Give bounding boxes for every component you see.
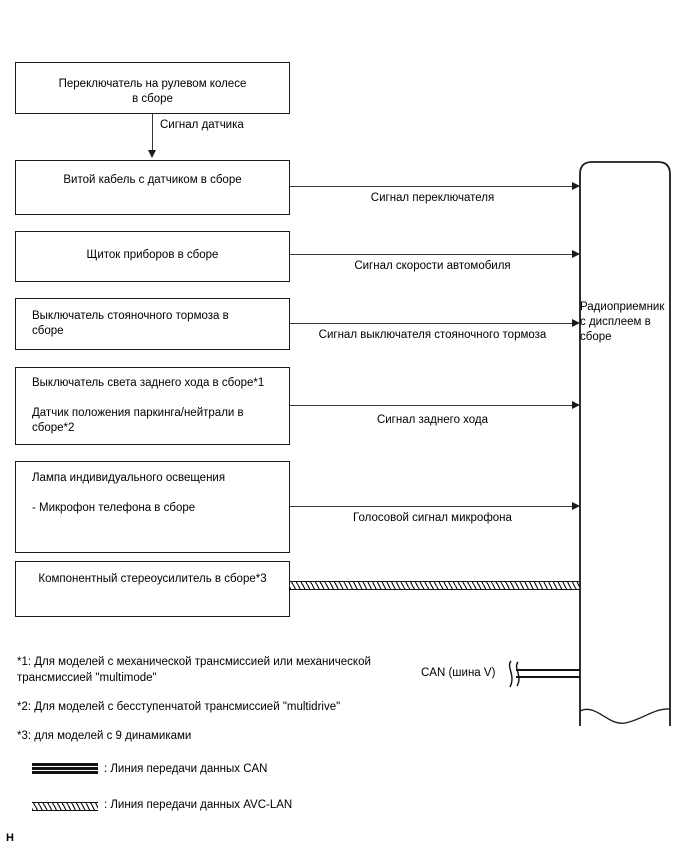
signal-line-reverse-signal xyxy=(290,405,575,407)
component-label: Витой кабель с датчиком в сборе xyxy=(63,174,242,186)
signal-label-parking-brake-signal: Сигнал выключателя стояночного тормоза xyxy=(318,329,547,341)
signal-label-vehicle-speed-signal: Сигнал скорости автомобиля xyxy=(354,260,511,272)
signal-line-vehicle-speed-signal xyxy=(290,254,575,256)
component-box-parking-brake-switch: Выключатель стояночного тормоза в сборе xyxy=(15,298,290,350)
can-bus-label: CAN (шина V) xyxy=(421,667,496,679)
signal-label-microphone-signal: Голосовой сигнал микрофона xyxy=(353,512,512,524)
signal-line-parking-brake-signal xyxy=(290,323,575,325)
component-box-personal-lamp-microphone: Лампа индивидуального освещения - Микроф… xyxy=(15,461,290,553)
signal-line-microphone-signal xyxy=(290,506,575,508)
page-corner-mark: H xyxy=(6,832,14,844)
signal-line-switch-signal xyxy=(290,186,575,188)
signal-label-reverse-signal: Сигнал заднего хода xyxy=(376,414,489,426)
signal-label-switch-signal: Сигнал переключателя xyxy=(370,192,495,204)
legend-symbol-can-line xyxy=(32,763,98,774)
signal-arrowhead-parking-brake-signal xyxy=(572,319,580,327)
legend-label-can-line: : Линия передачи данных CAN xyxy=(104,763,268,775)
legend-symbol-avc-lan-line xyxy=(32,802,98,811)
can-bus-break-marker xyxy=(508,660,520,688)
component-box-spiral-cable: Витой кабель с датчиком в сборе xyxy=(15,160,290,215)
signal-arrowhead-vehicle-speed-signal xyxy=(572,250,580,258)
sensor-signal-arrow-line xyxy=(152,114,154,152)
signal-arrowhead-reverse-signal xyxy=(572,401,580,409)
component-label: Щиток приборов в сборе xyxy=(86,249,219,261)
signal-arrowhead-switch-signal xyxy=(572,182,580,190)
sensor-signal-arrow-head xyxy=(147,150,156,158)
legend-label-avc-lan-line: : Линия передачи данных AVC-LAN xyxy=(104,799,293,811)
component-label: Переключатель на рулевом колесе в сборе xyxy=(58,78,247,105)
footnote-3: *3: для моделей с 9 динамиками xyxy=(17,730,192,742)
can-bus-rail-upper xyxy=(516,669,580,672)
can-bus-rail-lower xyxy=(516,676,580,679)
receiver-label: Радиоприемник с дисплеем в сборе xyxy=(580,301,665,343)
component-label: Лампа индивидуального освещения - Микроф… xyxy=(32,472,226,514)
component-label: Выключатель стояночного тормоза в сборе xyxy=(32,310,229,337)
component-label: Компонентный стереоусилитель в сборе*3 xyxy=(38,573,267,585)
component-box-back-up-light-switch: Выключатель света заднего хода в сборе*1… xyxy=(15,367,290,445)
sensor-signal-label: Сигнал датчика xyxy=(160,119,244,131)
receiver-box-radio-receiver-with-display: Радиоприемник с дисплеем в сборе xyxy=(578,160,672,726)
footnote-2: *2: Для моделей с бесступенчатой трансми… xyxy=(17,701,341,713)
component-box-stereo-component-amplifier: Компонентный стереоусилитель в сборе*3 xyxy=(15,561,290,617)
footnote-1: *1: Для моделей с механической трансмисс… xyxy=(17,656,371,684)
component-box-combination-meter: Щиток приборов в сборе xyxy=(15,231,290,282)
component-label: Выключатель света заднего хода в сборе*1… xyxy=(32,377,265,434)
component-box-steering-pad-switch: Переключатель на рулевом колесе в сборе xyxy=(15,62,290,114)
avc-lan-data-line xyxy=(290,581,580,590)
signal-arrowhead-microphone-signal xyxy=(572,502,580,510)
